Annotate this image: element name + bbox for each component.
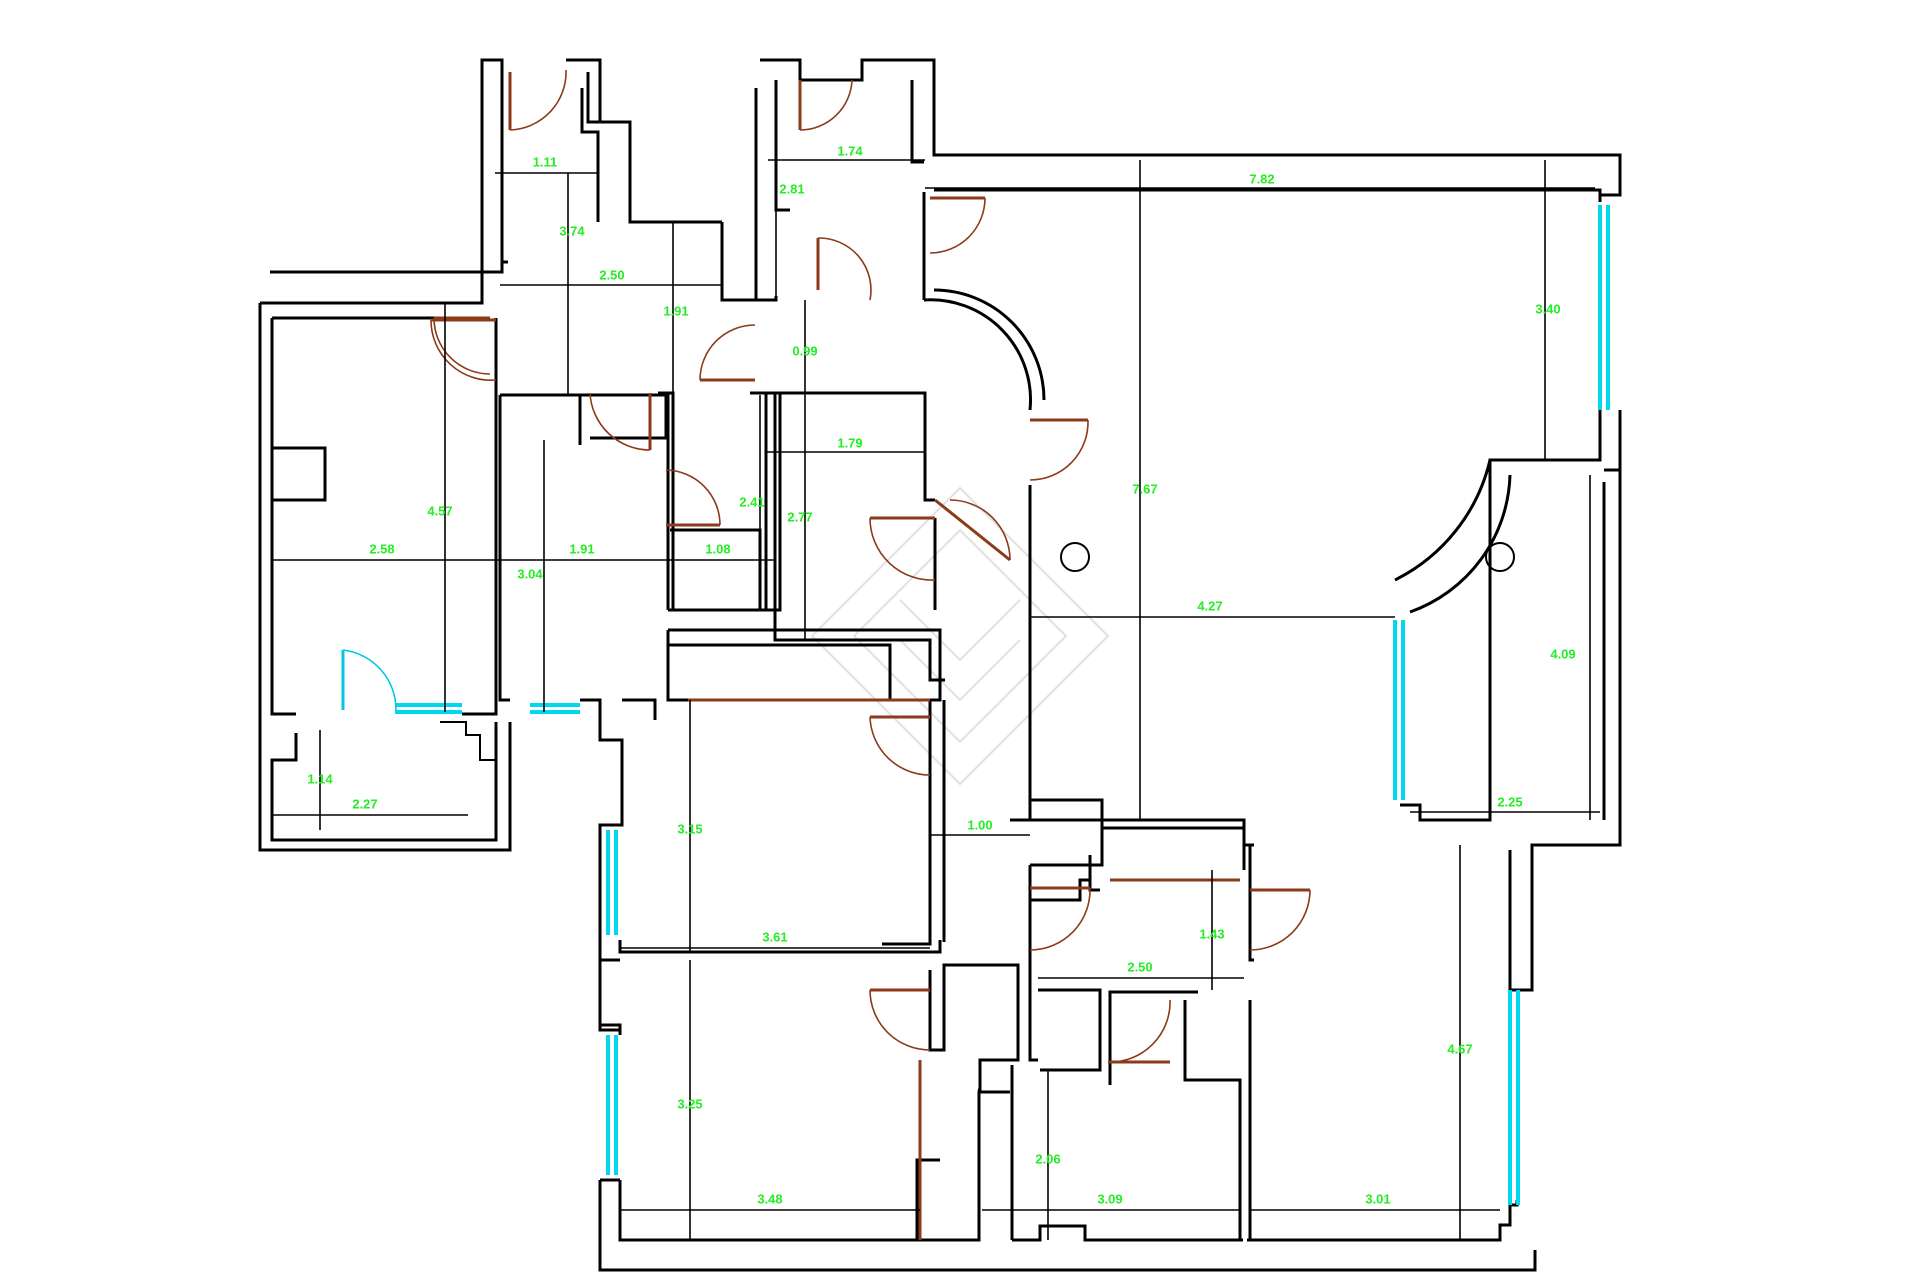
dim-label: 2.81 [779,181,804,196]
dim-label: 0.99 [792,343,817,358]
dim-label: 2.25 [1497,794,1522,809]
dim-label: 3.25 [677,1096,702,1111]
dimension-lines [272,159,1600,1240]
dim-label: 1.91 [663,303,688,318]
dim-label: 3.15 [677,821,702,836]
dim-label: 3.74 [559,223,585,238]
dim-label: 2.06 [1035,1151,1060,1166]
dim-label: 4.27 [1197,598,1222,613]
dim-label: 4.09 [1550,646,1575,661]
dimension-labels: 1.11 1.74 7.82 2.81 3.74 2.50 1.91 0.99 … [307,143,1575,1206]
curved-wall [923,288,1512,614]
dim-label: 1.11 [533,154,558,169]
dim-label: 2.41 [739,494,764,509]
dim-label: 3.01 [1365,1191,1390,1206]
dim-label: 2.50 [1127,959,1152,974]
column-icon [1485,542,1515,572]
dim-label: 3.40 [1535,301,1560,316]
dim-label: 7.82 [1249,171,1274,186]
doors [341,69,1311,1240]
dim-label: 1.91 [569,541,594,556]
dim-label: 2.58 [369,541,394,556]
column-icon [1060,542,1090,572]
dim-label: 4.57 [427,503,452,518]
dim-label: 3.04 [517,566,543,581]
dim-label: 2.77 [787,509,812,524]
dim-label: 1.79 [837,435,862,450]
dim-label: 1.00 [967,817,992,832]
dim-label: 1.08 [705,541,730,556]
dim-label: 2.50 [599,267,624,282]
dim-label: 1.43 [1199,926,1224,941]
dim-label: 7.67 [1132,481,1157,496]
walls [258,58,1622,1272]
dim-label: 3.09 [1097,1191,1122,1206]
dim-label: 3.61 [762,929,787,944]
dim-label: 4.67 [1447,1041,1472,1056]
watermark-logo-icon [810,486,1110,786]
dim-label: 2.27 [352,796,377,811]
columns [1060,542,1515,572]
dim-label: 1.14 [307,771,333,786]
dim-label: 1.74 [837,143,863,158]
dim-label: 3.48 [757,1191,782,1206]
windows [395,205,1610,1205]
